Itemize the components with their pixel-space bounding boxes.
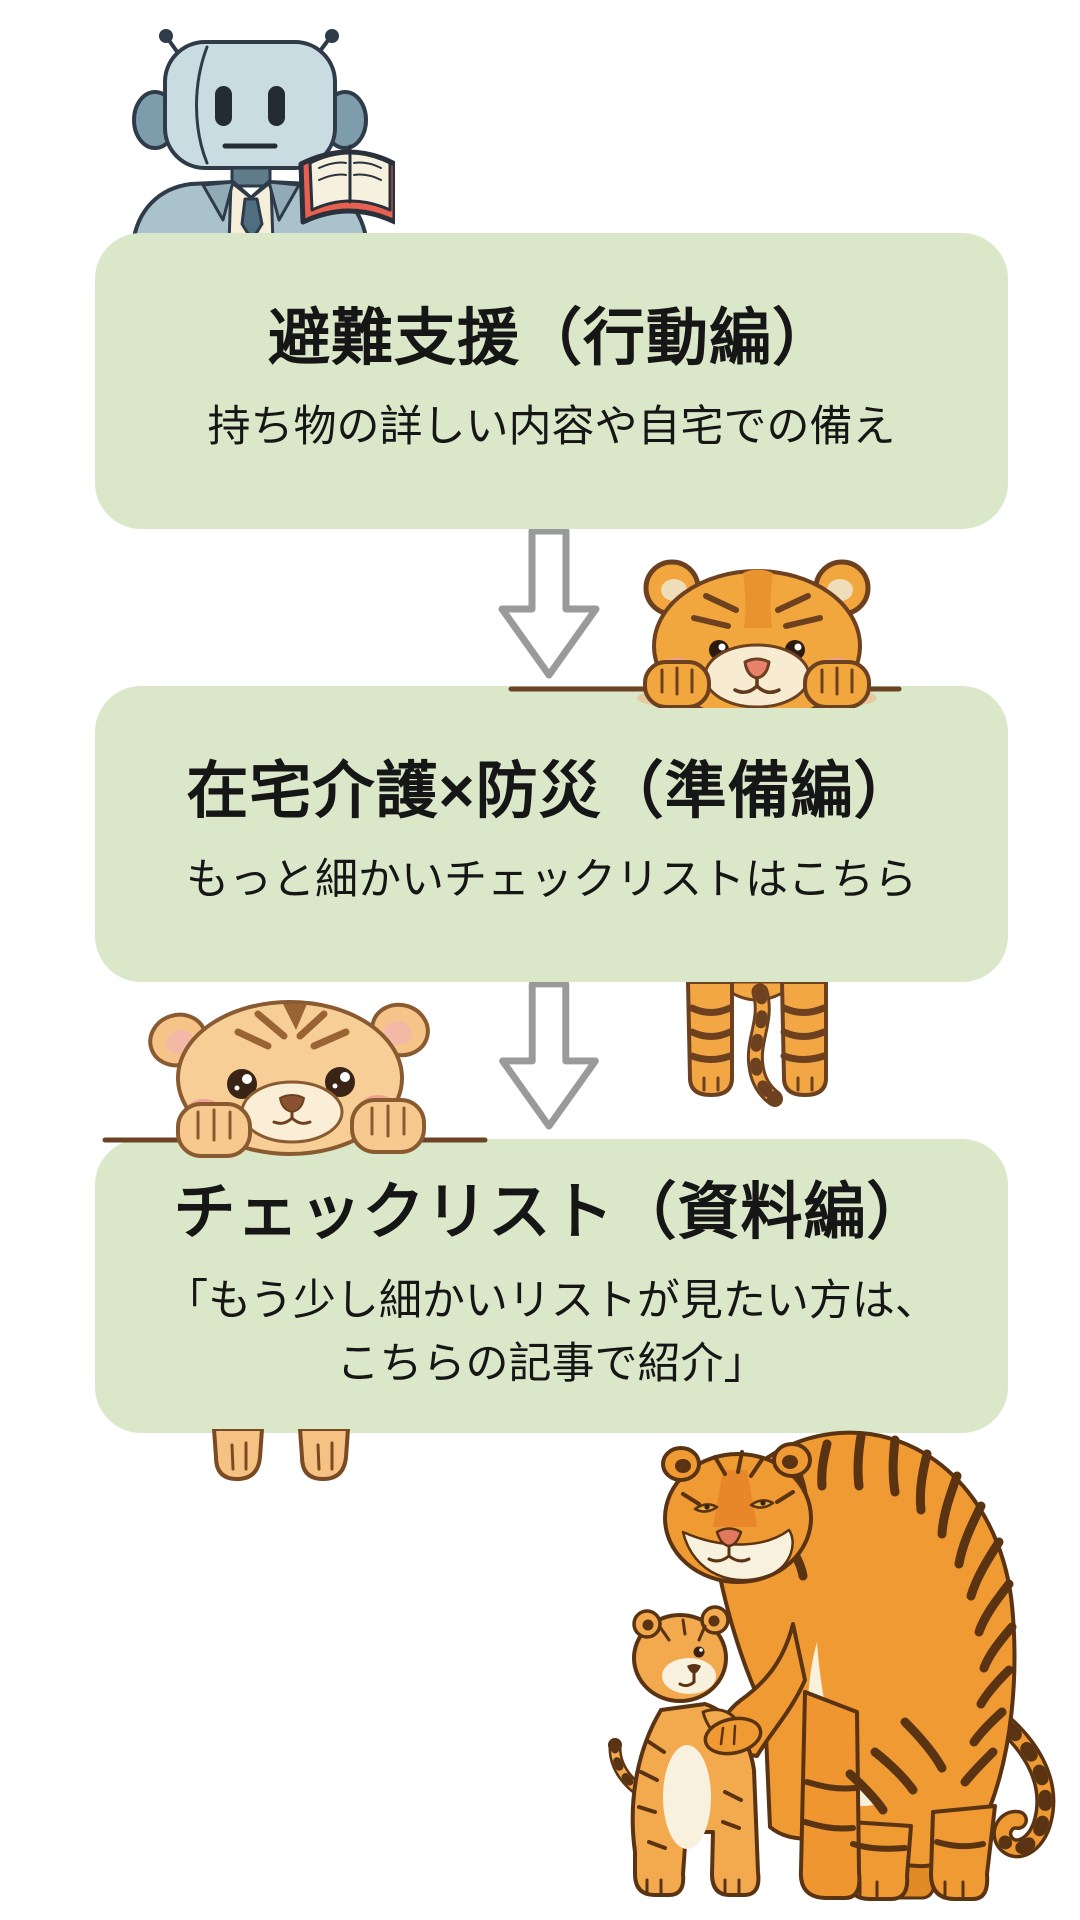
mother-tiger-and-cub-icon [608,1430,1056,1901]
section-title: 避難支援（行動編） [267,304,835,374]
down-arrow-icon [499,980,599,1130]
section-card-1: 避難支援（行動編） 持ち物の詳しい内容や自宅での備え [95,233,1008,529]
section-title: チェックリスト（資料編） [173,1178,930,1247]
robot-reading-book-icon [131,29,395,244]
section-card-3: チェックリスト（資料編） 「もう少し細かいリストが見たい方は、 こちらの記事で紹… [95,1139,1008,1433]
tiger-paws-hanging-icon [212,1429,350,1481]
down-arrow-icon [498,527,600,679]
tiger-hind-legs-icon [686,982,828,1107]
tiger-cub-peeking-icon [102,1000,488,1158]
section-subtitle: 持ち物の詳しい内容や自宅での備え [207,403,896,452]
section-card-2: 在宅介護×防災（準備編） もっと細かいチェックリストはこちら [95,686,1008,982]
section-subtitle: 「もう少し細かいリストが見たい方は、 こちらの記事で紹介」 [165,1277,938,1388]
section-subtitle: もっと細かいチェックリストはこちら [186,856,917,905]
section-title: 在宅介護×防災（準備編） [186,757,917,827]
tiger-peeking-icon [508,559,902,708]
